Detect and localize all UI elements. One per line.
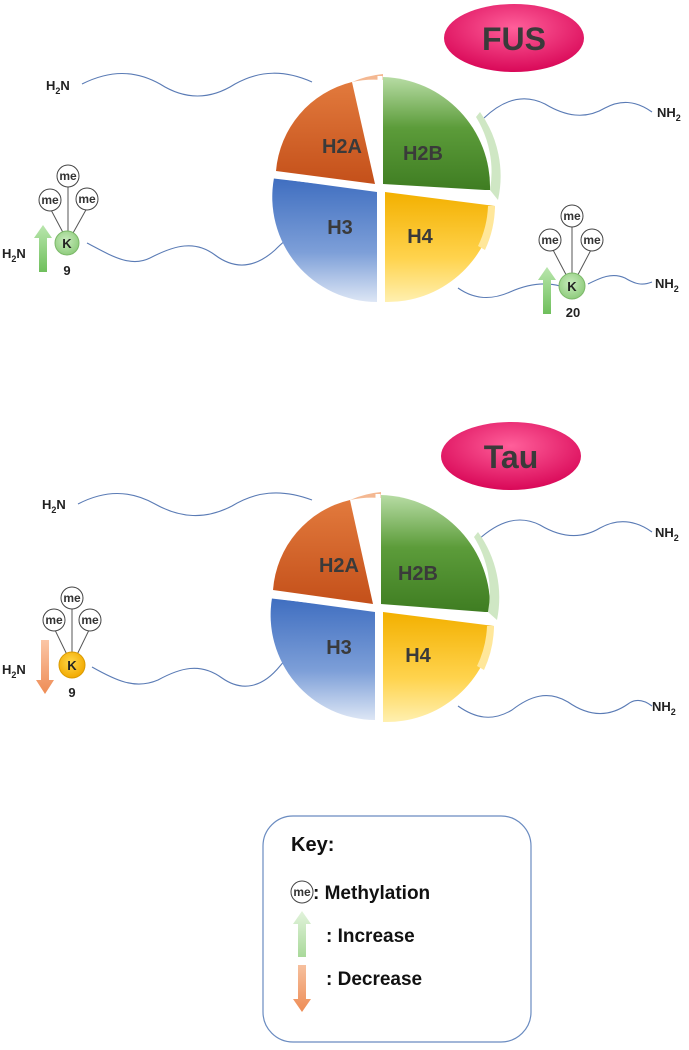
svg-text:me: me [583,233,601,247]
h2b-quadrant [381,495,491,612]
increase-arrow-icon [34,225,52,272]
svg-text:me: me [78,192,96,206]
h2a-tail [81,72,313,97]
h3-quadrant [272,178,377,302]
residue-label: K [62,236,72,251]
lysine-residue [558,272,586,300]
legend-label-increase: : Increase [326,926,415,947]
svg-text:me: me [63,591,81,605]
methyl-group: me [78,608,102,632]
c-terminus-h4: NH2 [655,276,679,294]
histone-label-h3: H3 [326,637,352,659]
methyl-icon-label: me [293,885,311,899]
tau-badge: Tau [441,422,581,490]
legend-item-methylation: me : Methylation [290,880,430,904]
legend-label-methylation: : Methylation [313,883,430,904]
histone-label-h4: H4 [405,645,431,667]
svg-text:me: me [59,169,77,183]
tau-panel: Tau H2N NH2 H2N NH2 H2A H2B H3 H4 [2,422,679,724]
histone-label-h2b: H2B [403,143,443,165]
protein-label-tau: Tau [484,439,539,475]
legend-item-decrease: : Decrease [293,965,422,1012]
histone-label-h4: H4 [407,226,433,248]
h2a-quadrant [276,82,375,184]
svg-text:me: me [81,613,99,627]
legend-item-increase: : Increase [293,911,415,957]
h4-quadrant [385,192,495,303]
residue-position: 20 [566,305,580,320]
decrease-arrow-icon [36,640,54,694]
residue-position: 9 [68,685,75,700]
legend-title: Key: [291,834,334,856]
residue-label: K [67,658,77,673]
c-terminus-h2b: NH2 [655,525,679,543]
n-terminus-h2a: H2N [42,497,66,515]
histone-label-h2a: H2A [322,136,362,158]
histone-label-h2a: H2A [319,555,359,577]
n-terminus-h2a: H2N [46,78,70,96]
tau-nucleosome: H2A H2B H3 H4 [270,492,500,724]
h2a-tail [77,492,313,517]
h3k9-modification: me me me K 9 [34,164,99,278]
fus-panel: FUS H2N NH2 H2N NH2 H2A H2B H3 H4 [2,4,681,320]
svg-text:me: me [45,613,63,627]
svg-text:me: me [541,233,559,247]
h2b-tail [483,98,653,119]
increase-arrow-icon [293,911,311,957]
methyl-group: me [56,164,80,188]
methyl-group: me [538,228,562,252]
c-terminus-h2b: NH2 [657,105,681,123]
n-terminus-h3: H2N [2,662,26,680]
methyl-group: me [75,187,99,211]
h2b-tail [477,519,653,541]
methyl-group: me [580,228,604,252]
methyl-icon [290,880,314,904]
n-terminus-h3: H2N [2,246,26,264]
legend-label-decrease: : Decrease [326,969,422,990]
lysine-residue [54,230,80,256]
methyl-group: me [60,586,84,610]
fus-nucleosome: H2A H2B H3 H4 [272,74,501,304]
residue-position: 9 [63,263,70,278]
legend-box: Key: me : Methylation : Increase : Decre… [262,815,532,1043]
decrease-arrow-icon [293,965,311,1012]
protein-label-fus: FUS [482,21,546,57]
fus-badge: FUS [444,4,584,72]
h2b-quadrant [383,77,491,190]
svg-text:me: me [563,209,581,223]
h3-tail [86,235,293,266]
methyl-group: me [42,608,66,632]
methyl-group: me [560,204,584,228]
residue-label: K [567,279,577,294]
h4k20-modification: me me me K 20 [538,204,604,320]
increase-arrow-icon [538,267,556,314]
histone-label-h2b: H2B [398,563,438,585]
h3-tail [91,655,291,687]
h2a-quadrant [273,500,373,604]
c-terminus-h4: NH2 [652,699,676,717]
methyl-group: me [38,188,62,212]
h4-quadrant [383,612,494,723]
h3-quadrant [270,598,375,720]
histone-label-h3: H3 [327,217,353,239]
h4-tail [457,695,653,718]
svg-text:me: me [41,193,59,207]
h3k9-modification: me me me K 9 [36,586,102,700]
lysine-residue [58,651,86,679]
